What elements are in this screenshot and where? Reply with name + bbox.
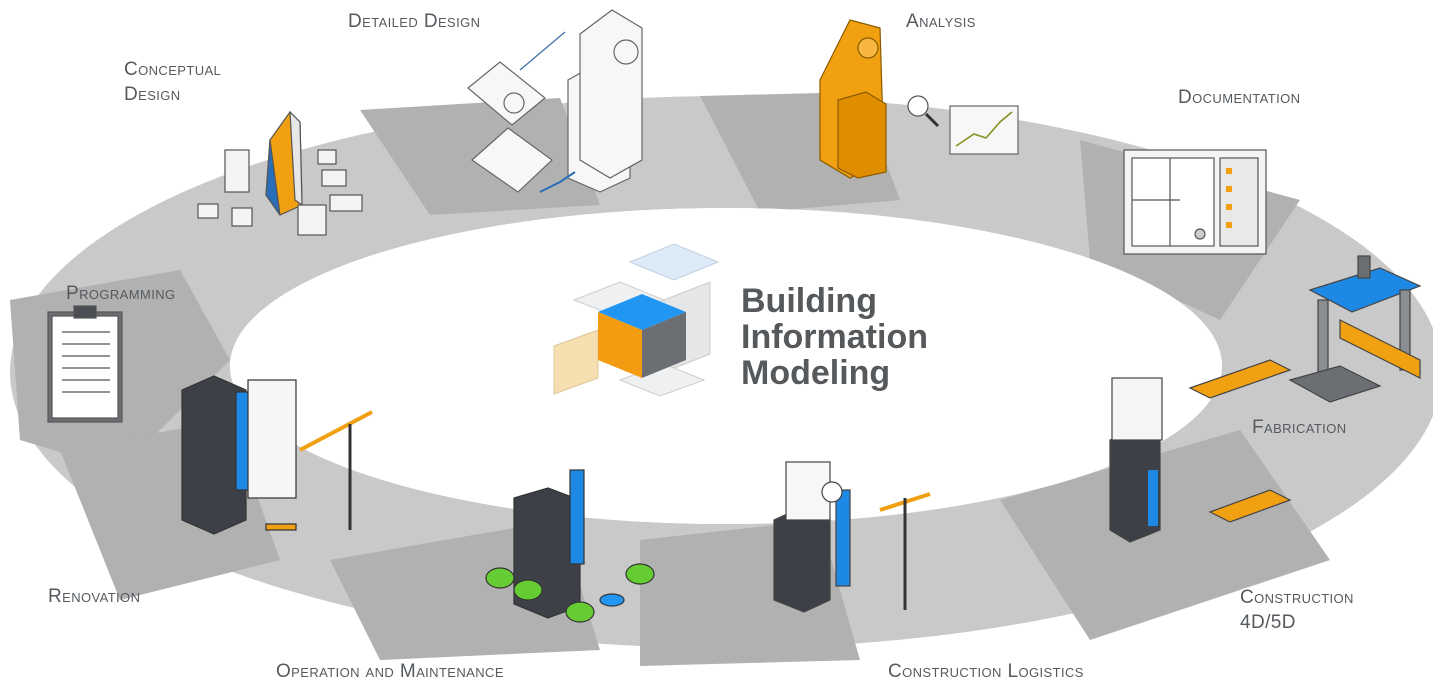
label-programming: Programming	[66, 283, 176, 304]
analysis-illustration	[819, 19, 1019, 179]
label-detailed-design: Detailed Design	[348, 11, 481, 32]
center-title: Building Information Modeling	[741, 283, 928, 391]
label-operation-maintenance: Operation and Maintenance	[276, 661, 504, 682]
label-documentation: Documentation	[1178, 87, 1301, 108]
operation-maintenance-illustration	[485, 469, 655, 623]
label-fabrication: Fabrication	[1252, 417, 1347, 438]
fabrication-illustration	[1188, 255, 1422, 403]
label-construction-4d5d: Construction 4D/5D	[1240, 587, 1354, 633]
documentation-illustration	[1123, 149, 1267, 255]
label-renovation: Renovation	[48, 586, 141, 607]
center-title-line-2: Information	[741, 318, 928, 356]
construction-4d5d-illustration	[1109, 377, 1292, 543]
label-analysis: Analysis	[906, 11, 976, 32]
center-title-line-1: Building	[741, 282, 877, 320]
programming-clipboard-illustration	[47, 305, 123, 423]
label-conceptual-design: Conceptual Design	[124, 59, 222, 105]
detailed-design-illustration	[467, 9, 643, 193]
construction-logistics-illustration	[773, 461, 931, 613]
label-construction-logistics: Construction Logistics	[888, 661, 1084, 682]
conceptual-design-illustration	[197, 110, 363, 236]
center-title-line-3: Modeling	[741, 354, 891, 392]
bim-logo-icon	[553, 243, 720, 397]
renovation-illustration	[181, 375, 373, 535]
